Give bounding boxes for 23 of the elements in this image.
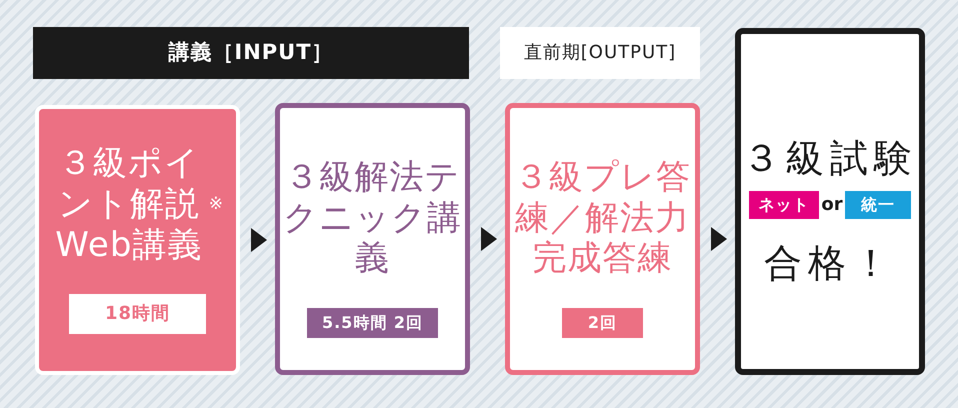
- header-band: [33, 27, 469, 79]
- card-title: ３級解法テクニック講義: [282, 156, 463, 280]
- header-text: 講義［INPUT］: [167, 39, 335, 66]
- method-badge: [845, 191, 911, 219]
- lecture-card: [35, 105, 240, 375]
- badge-text: 18時間: [104, 302, 172, 326]
- header-text: 直前期[OUTPUT]: [522, 41, 678, 66]
- badge-text: 2回: [586, 312, 618, 334]
- session-badge: [562, 308, 643, 338]
- badge-text: ネット: [758, 194, 810, 216]
- phase-label: [500, 27, 700, 79]
- connector-word: or: [820, 193, 844, 218]
- exam-text: 合格！: [763, 240, 897, 288]
- method-badge: [749, 191, 819, 219]
- card-title: ３級プレ答練／解法力完成答練: [513, 156, 692, 280]
- badge-text: 統一: [860, 194, 896, 216]
- practice-card: [505, 103, 700, 375]
- exam-text: ３級試験: [741, 135, 919, 182]
- exam-card: [735, 28, 925, 375]
- duration-badge: [307, 308, 438, 338]
- lecture-card: [275, 103, 470, 375]
- badge-text: 5.5時間 2回: [320, 312, 424, 334]
- duration-badge: [69, 294, 206, 334]
